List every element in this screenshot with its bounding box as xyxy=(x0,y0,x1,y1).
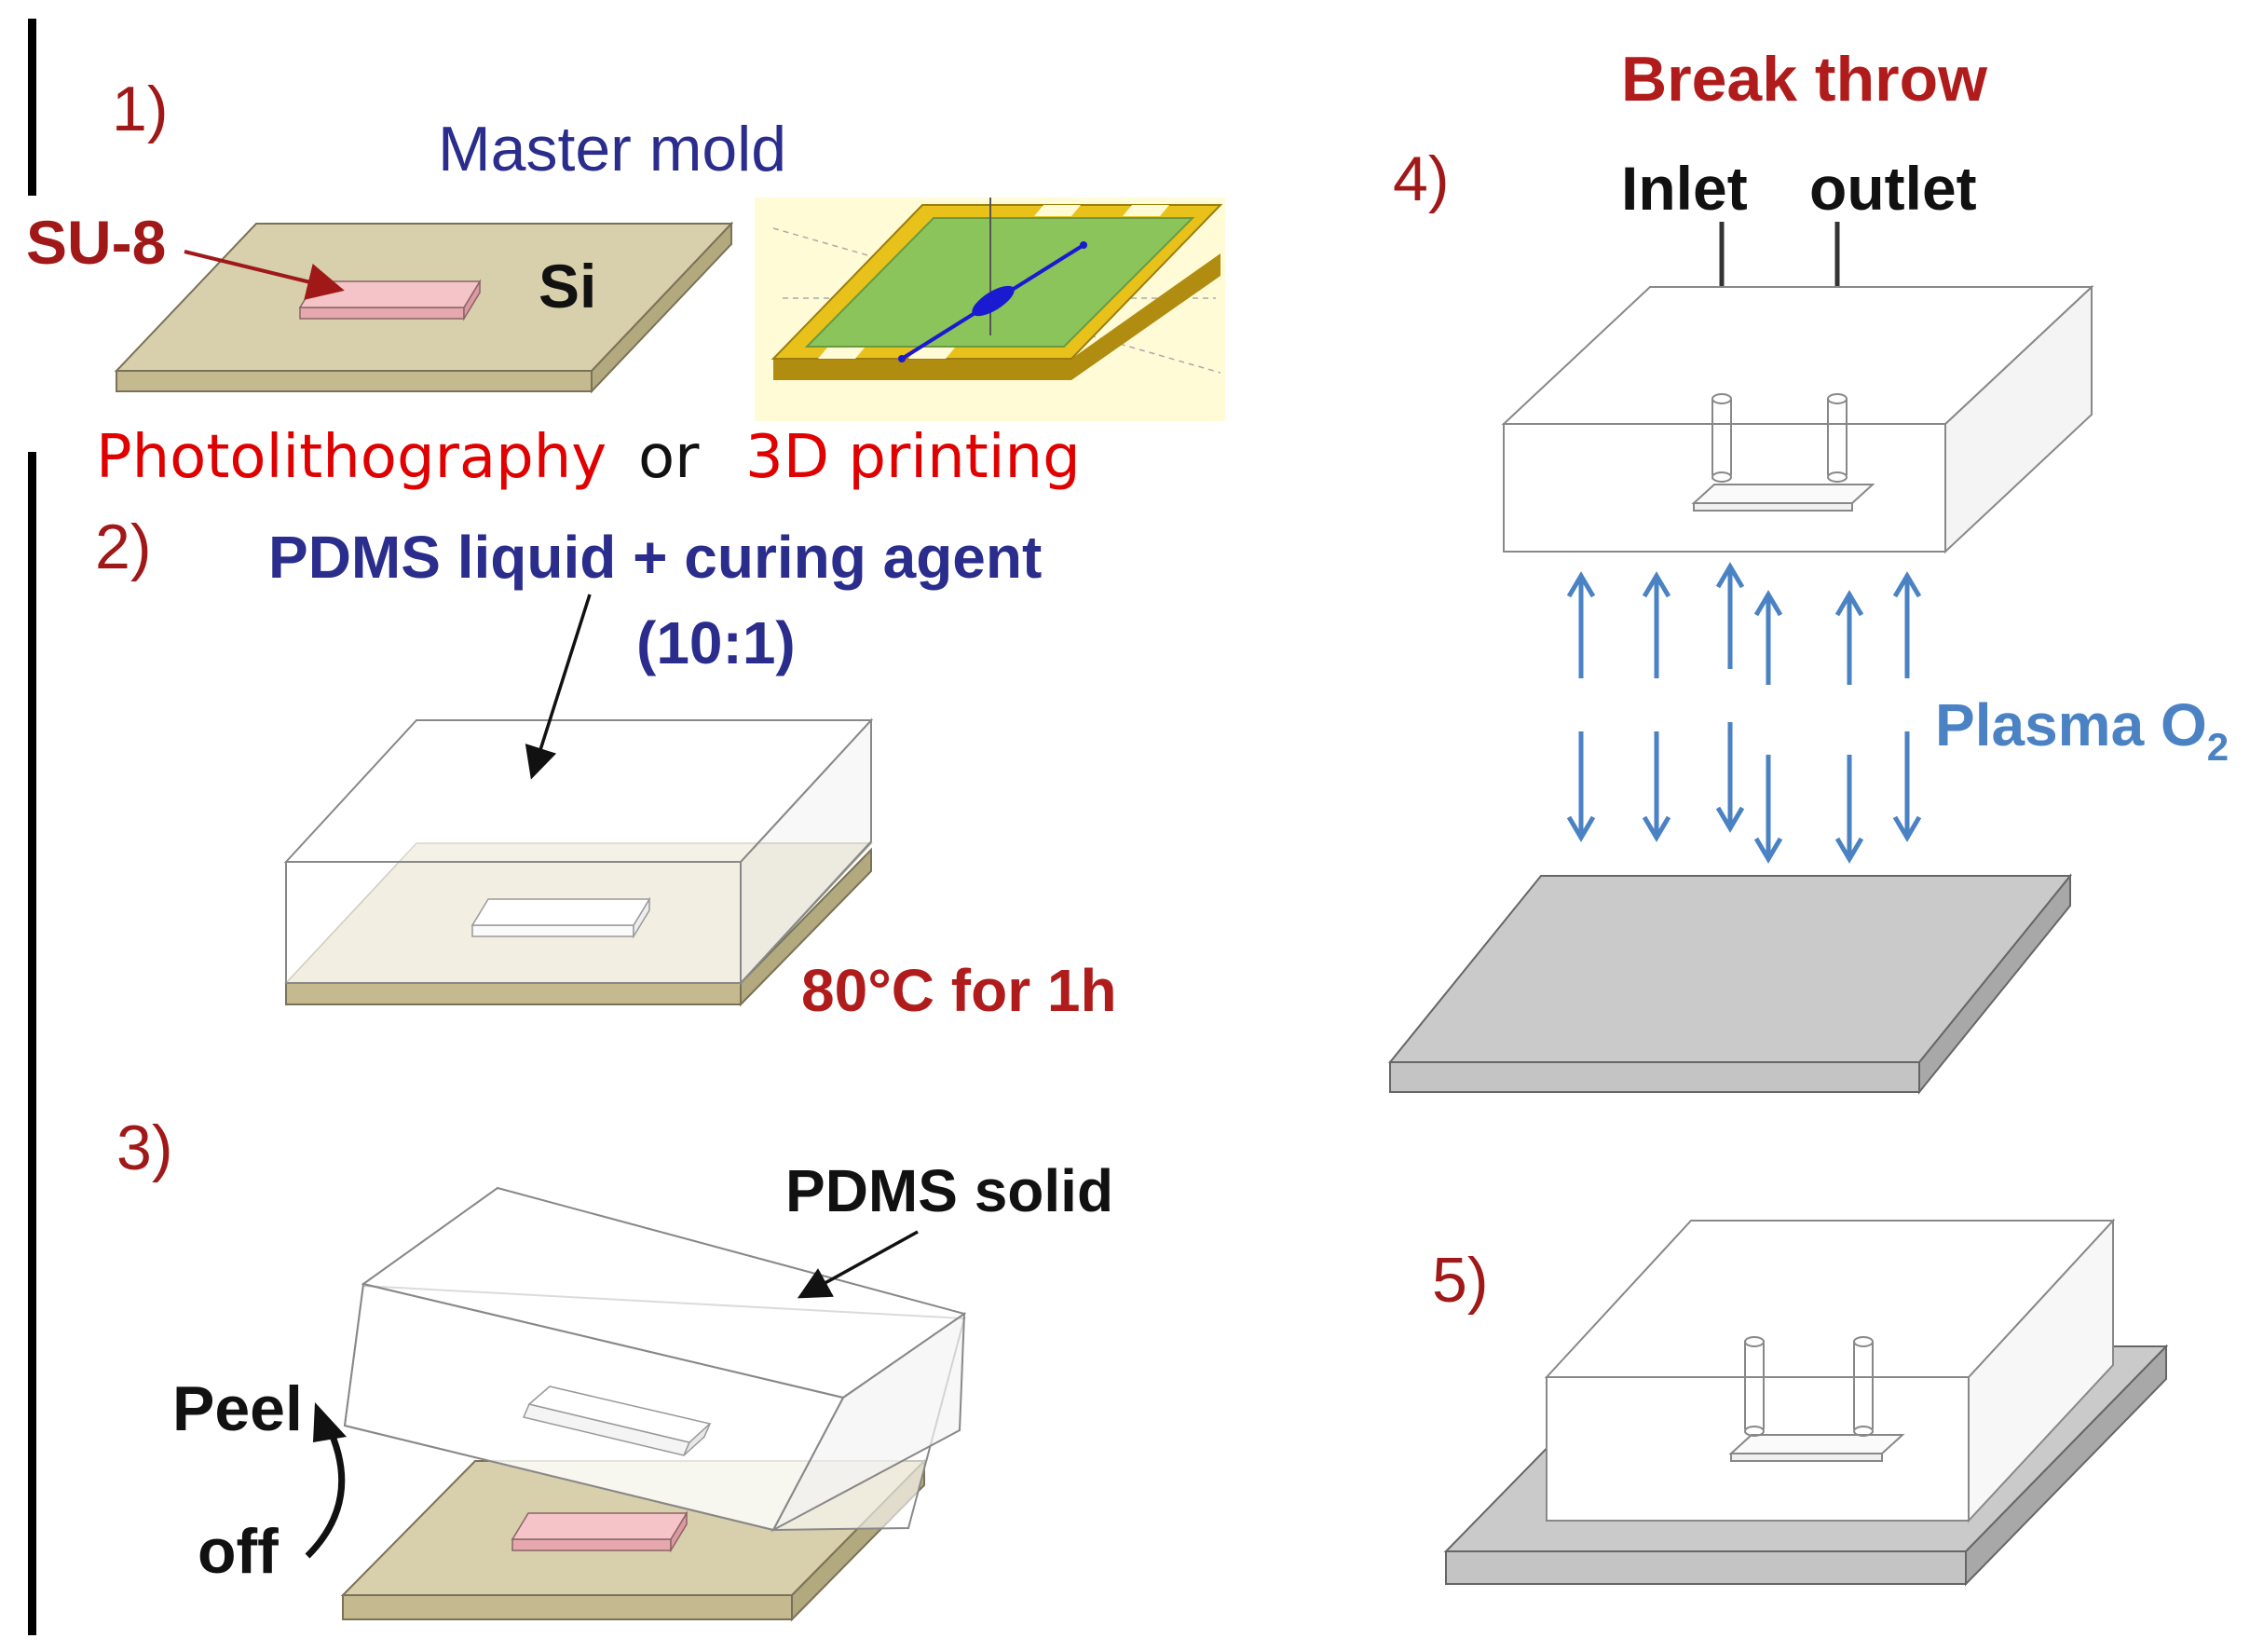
step-5-pdms-block xyxy=(1544,1218,2116,1523)
3d-printed-mold-render xyxy=(755,198,1225,421)
si-label: Si xyxy=(539,252,596,321)
plasma-arrows xyxy=(1566,562,1922,864)
method-or: or xyxy=(638,423,700,492)
break-throw-header: Break throw xyxy=(1621,44,1988,115)
step-1: 1) Master mold SU-8 Si xyxy=(26,74,1225,492)
step-4-pdms-block xyxy=(1501,284,2094,554)
inlet-label: Inlet xyxy=(1621,154,1748,223)
step-5: 5) xyxy=(1432,1218,2169,1587)
left-divider-main xyxy=(28,452,36,1635)
step-4-glass-slide xyxy=(1387,873,2073,1095)
step-5-channel-ports xyxy=(1728,1336,1905,1462)
pdms-solid-arrow xyxy=(797,1230,919,1299)
step-3-channel-imprint xyxy=(522,1386,712,1456)
peel-off-curved-arrow xyxy=(305,1424,346,1559)
step-2-number: 2) xyxy=(95,512,151,582)
method-3d-printing: 3D printing xyxy=(745,423,1081,492)
step-4-number: 4) xyxy=(1393,143,1449,214)
step-2: 2) PDMS liquid + curing agent (10:1) 80°… xyxy=(95,512,1117,1024)
su8-label: SU-8 xyxy=(26,208,166,277)
step-2-channel-block xyxy=(470,896,651,939)
step-3: 3) PDMS solid Peel xyxy=(116,1113,1113,1622)
step-3-number: 3) xyxy=(116,1113,172,1183)
plasma-o2-label: Plasma O2 xyxy=(1935,691,2229,769)
plasma-arrow-down xyxy=(1566,722,1922,864)
su8-pointer-arrow xyxy=(184,250,345,300)
outlet-label: outlet xyxy=(1809,154,1977,223)
mix-ratio-label: (10:1) xyxy=(636,609,796,676)
plasma-arrow-up xyxy=(1566,562,1922,685)
step-4: Break throw 4) Inlet outlet xyxy=(1387,44,2229,1095)
pdms-liquid-arrow xyxy=(525,594,592,780)
step-5-number: 5) xyxy=(1432,1245,1488,1316)
left-divider-top xyxy=(28,19,36,196)
peel-label: Peel xyxy=(172,1373,303,1444)
master-mold-label: Master mold xyxy=(438,114,786,184)
pdms-solid-tilted-block xyxy=(343,1186,967,1533)
pdms-liquid-label: PDMS liquid + curing agent xyxy=(268,524,1042,591)
off-label: off xyxy=(198,1516,279,1587)
step-4-channel-ports xyxy=(1691,393,1875,512)
method-photolithography: Photolithography xyxy=(96,423,607,492)
peel-off-arrow-head xyxy=(313,1402,347,1442)
step-3-su8-block xyxy=(511,1510,689,1553)
cure-condition-label: 80°C for 1h xyxy=(801,957,1117,1024)
pdms-solid-label: PDMS solid xyxy=(785,1157,1113,1224)
step-1-number: 1) xyxy=(112,74,168,144)
